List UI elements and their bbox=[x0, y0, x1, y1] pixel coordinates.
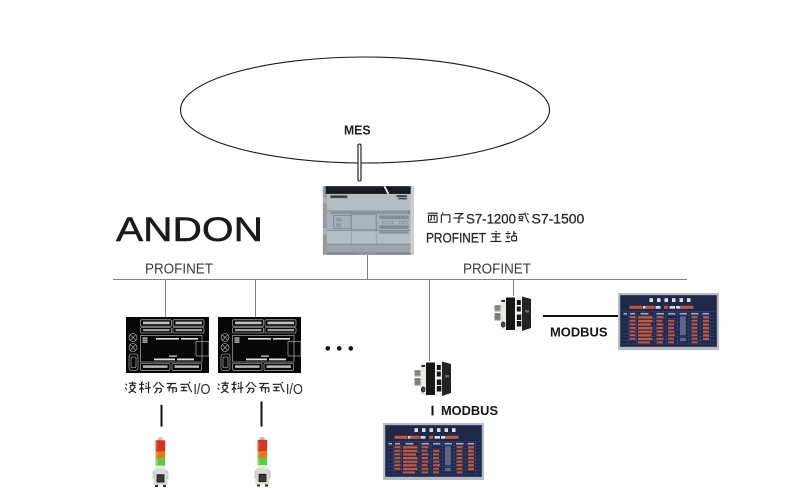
svg-text:ANDON: ANDON bbox=[116, 211, 263, 249]
svg-text:MES: MES bbox=[344, 123, 371, 137]
svg-text:I/O: I/O bbox=[193, 382, 210, 398]
svg-text:I/O: I/O bbox=[286, 382, 303, 398]
svg-text:MODBUS: MODBUS bbox=[550, 325, 608, 340]
svg-text:PROFINET: PROFINET bbox=[463, 261, 531, 278]
svg-text:S7-1200: S7-1200 bbox=[466, 210, 516, 226]
svg-text:S7-1500: S7-1500 bbox=[532, 210, 585, 226]
svg-text:PROFINET: PROFINET bbox=[145, 261, 213, 278]
svg-text:PROFINET: PROFINET bbox=[426, 229, 486, 245]
svg-text:MODBUS: MODBUS bbox=[441, 403, 498, 418]
